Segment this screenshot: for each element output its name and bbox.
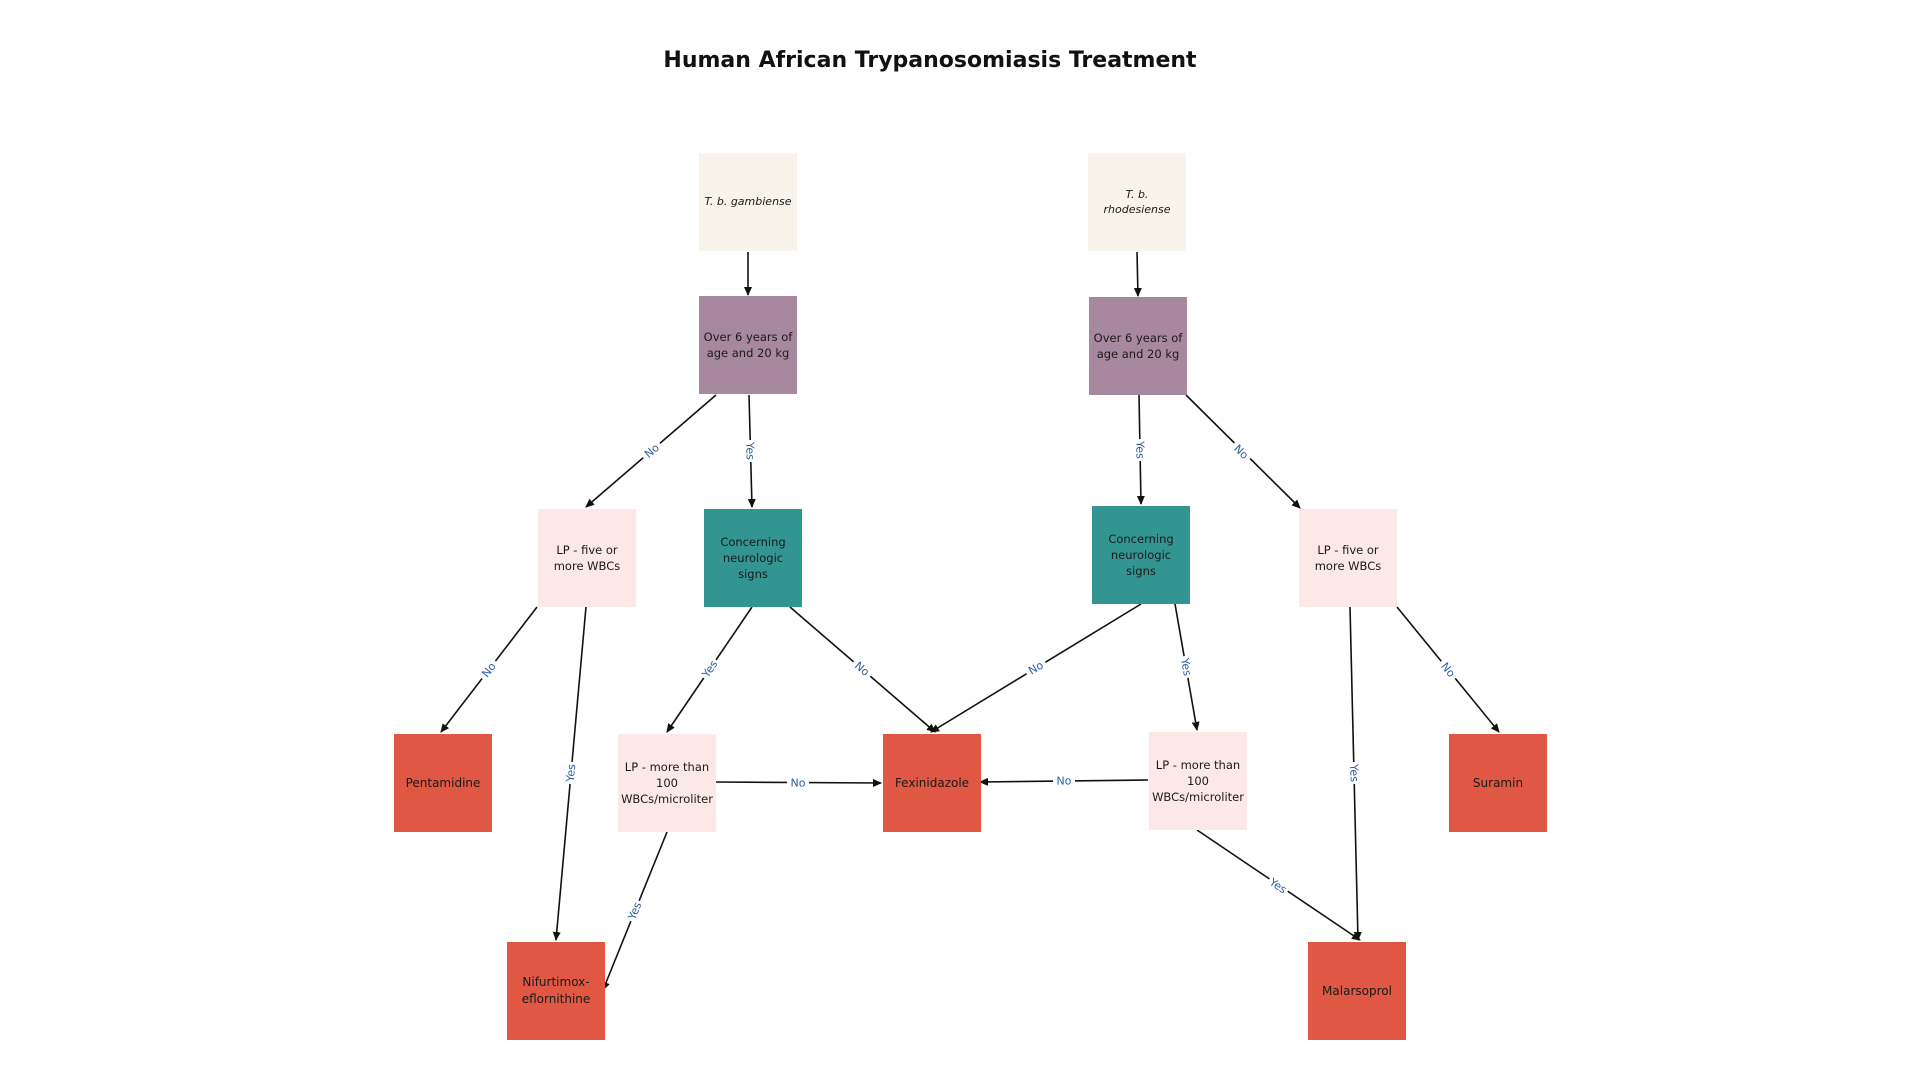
edge-lp5_g-to-pentamidine: No	[440, 606, 538, 733]
edge-label: Yes	[743, 441, 756, 460]
node-age-check-rhodesiense: Over 6 years of age and 20 kg	[1089, 297, 1187, 395]
node-label: T. b. rhodesiense	[1103, 187, 1171, 216]
edge-label-background	[1264, 874, 1292, 898]
node-label: Concerning neurologic signs	[720, 534, 786, 582]
edge-label: Yes	[1133, 440, 1146, 459]
edge-age_r-to-neuro_r: Yes	[1132, 394, 1148, 505]
node-label: LP - more than 100 WBCs/microliter	[621, 759, 713, 807]
node-label: LP - five or more WBCs	[1314, 542, 1382, 573]
node-rhodesiense: T. b. rhodesiense	[1088, 153, 1186, 251]
node-label: LP - five or more WBCs	[553, 542, 621, 573]
node-label: Over 6 years of age and 20 kg	[1093, 330, 1183, 361]
edge-label-background	[849, 656, 875, 682]
edge-label-background	[698, 655, 722, 683]
edge-lp5_r-to-malarsoprol: Yes	[1346, 606, 1362, 941]
node-lp-five-wbc-gambiense: LP - five or more WBCs	[538, 509, 636, 607]
node-neuro-signs-rhodesiense: Concerning neurologic signs	[1092, 506, 1190, 604]
node-label: Nifurtimox-eflornithine	[521, 975, 591, 1006]
node-label: Suramin	[1472, 775, 1524, 790]
edge-rhodesiense-to-age_r	[1133, 251, 1142, 297]
node-lp-five-wbc-rhodesiense: LP - five or more WBCs	[1299, 509, 1397, 607]
edge-neuro_g-to-lp100_g: Yes	[666, 606, 753, 733]
edge-label-background	[476, 657, 502, 683]
node-label: Fexinidazole	[894, 775, 970, 790]
node-label: Malarsoprol	[1322, 983, 1392, 998]
edge-label-background	[1132, 438, 1148, 462]
edge-lp5_r-to-suramin: No	[1396, 606, 1500, 733]
edge-label-background	[563, 761, 579, 785]
edge-label: Yes	[564, 763, 579, 783]
edge-lp100_r-to-malarsoprol: Yes	[1196, 829, 1361, 941]
edge-neuro_g-to-fexinidazole: No	[789, 606, 936, 733]
edge-label-background	[639, 438, 665, 464]
node-label: Over 6 years of age and 20 kg	[703, 329, 793, 360]
edge-lp5_g-to-nifurtimox: Yes	[552, 606, 587, 941]
edge-age_g-to-lp5_g: No	[585, 394, 717, 508]
node-gambiense: T. b. gambiense	[699, 153, 797, 251]
edge-label-background	[1435, 657, 1461, 683]
edge-neuro_r-to-fexinidazole: No	[930, 603, 1142, 733]
edge-age_r-to-lp5_r: No	[1185, 394, 1301, 509]
diagram-title: Human African Trypanosomiasis Treatment	[663, 48, 1197, 73]
node-label: T. b. gambiense	[704, 195, 792, 209]
edge-lp100_g-to-nifurtimox: Yes	[602, 831, 668, 991]
edge-line	[1133, 251, 1142, 297]
node-lp-100-wbc-gambiense: LP - more than 100 WBCs/microliter	[618, 734, 716, 832]
edge-label: No	[1056, 774, 1071, 787]
edge-label-background	[1177, 654, 1195, 680]
node-label: Concerning neurologic signs	[1108, 531, 1174, 579]
node-treatment-malarsoprol: Malarsoprol	[1308, 942, 1406, 1040]
edge-label-background	[786, 775, 810, 791]
node-age-check-gambiense: Over 6 years of age and 20 kg	[699, 296, 797, 394]
edge-age_g-to-neuro_g: Yes	[742, 394, 758, 508]
edge-label-background	[1346, 761, 1362, 785]
edge-label: Yes	[1178, 656, 1194, 677]
node-lp-100-wbc-rhodesiense: LP - more than 100 WBCs/microliter	[1149, 732, 1247, 830]
node-treatment-fexinidazole: Fexinidazole	[883, 734, 981, 832]
node-treatment-suramin: Suramin	[1449, 734, 1547, 832]
node-neuro-signs-gambiense: Concerning neurologic signs	[704, 509, 802, 607]
edge-label-background	[1022, 656, 1050, 680]
edge-lp100_r-to-fexinidazole: No	[979, 773, 1149, 789]
edge-label-background	[1052, 773, 1076, 789]
edge-label-background	[624, 898, 646, 924]
edge-neuro_r-to-lp100_r: Yes	[1174, 603, 1200, 731]
edge-label-background	[742, 439, 758, 463]
node-label: LP - more than 100 WBCs/microliter	[1152, 757, 1244, 805]
edge-label-background	[1228, 439, 1254, 465]
edge-label: Yes	[1347, 763, 1360, 782]
node-label: Pentamidine	[405, 775, 481, 790]
node-treatment-nifurtimox-eflornithine: Nifurtimox-eflornithine	[507, 942, 605, 1040]
edge-label: No	[790, 776, 805, 789]
node-treatment-pentamidine: Pentamidine	[394, 734, 492, 832]
edge-lp100_g-to-fexinidazole: No	[715, 775, 882, 791]
